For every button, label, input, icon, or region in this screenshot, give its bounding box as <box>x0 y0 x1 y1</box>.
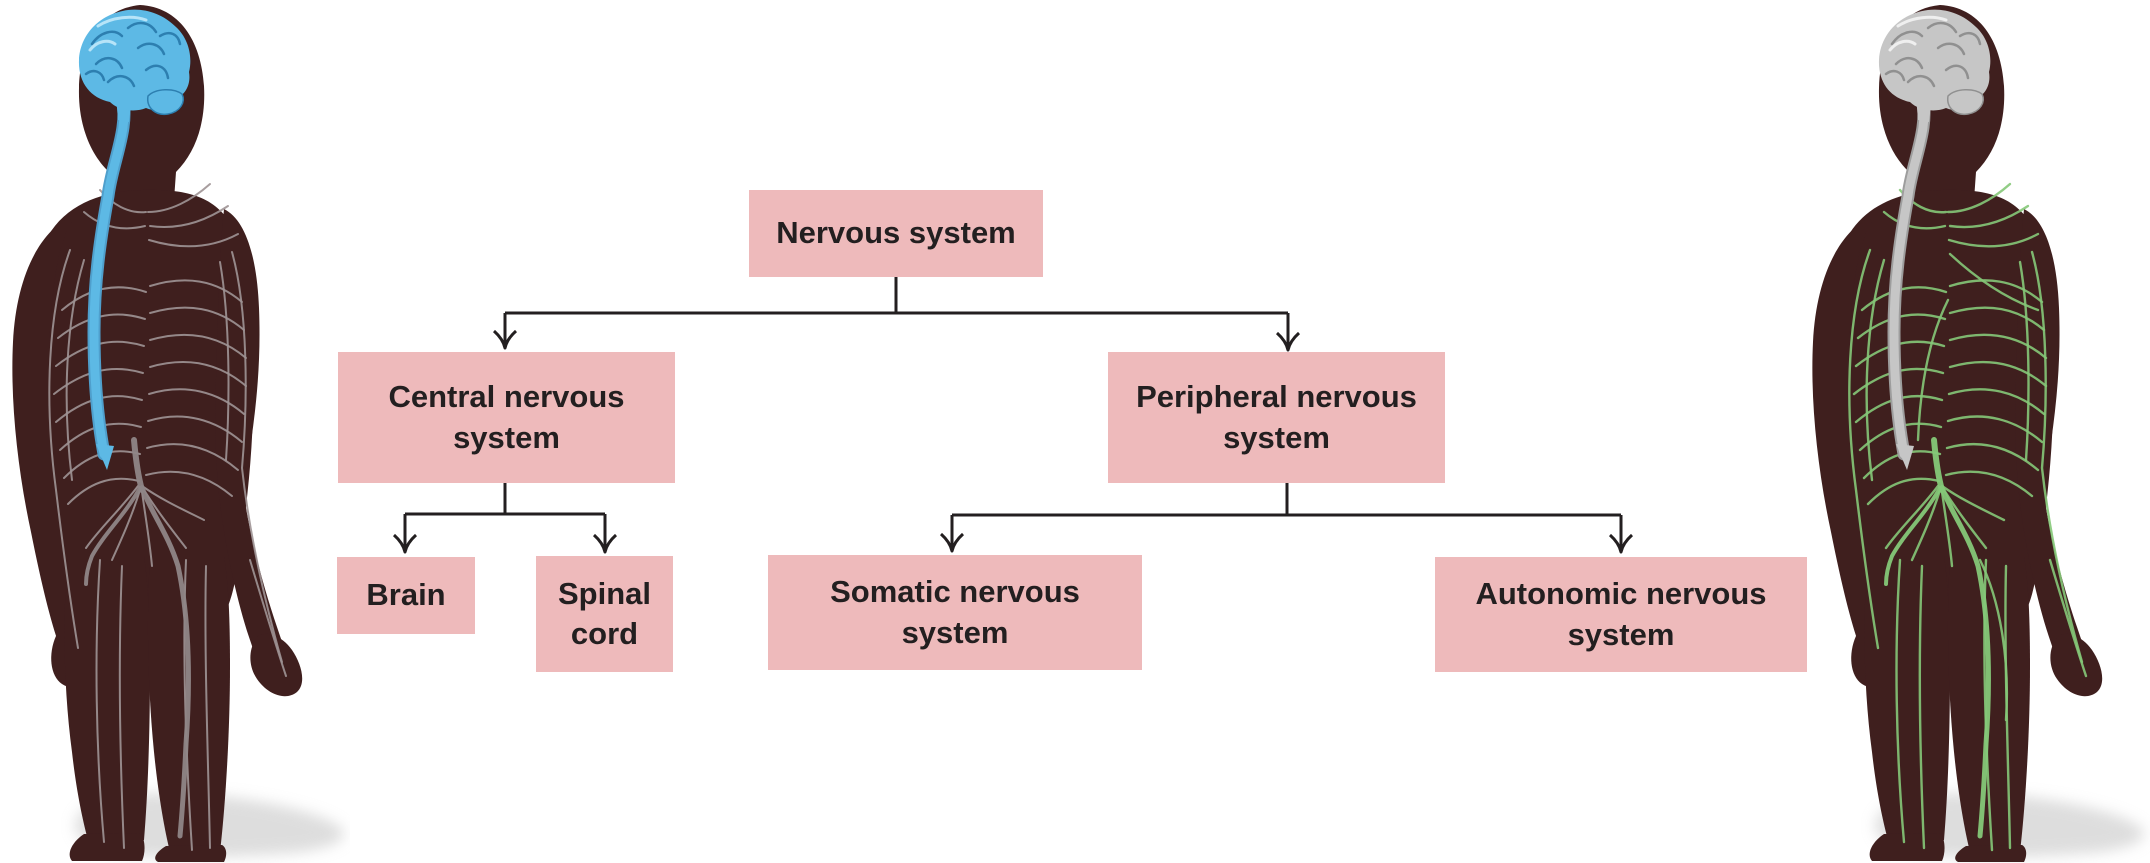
body-silhouette <box>1812 5 2103 862</box>
spinal-cord-highlight <box>87 89 131 470</box>
node-spinal-cord: Spinal cord <box>536 556 673 672</box>
brain-gray <box>1878 9 1991 122</box>
arrowhead-down-icon <box>939 532 965 553</box>
node-nervous-system: Nervous system <box>749 190 1043 277</box>
node-central-nervous-system: Central nervous system <box>338 352 675 483</box>
node-label: Peripheral nervous system <box>1136 379 1417 455</box>
node-brain: Brain <box>337 557 475 634</box>
arrowhead-down-icon <box>392 533 418 554</box>
node-label: Brain <box>366 577 446 613</box>
arrowhead-down-icon <box>492 329 518 350</box>
node-label: Somatic nervous system <box>830 574 1080 650</box>
body-silhouette <box>12 5 303 862</box>
spinal-cord-gray <box>1887 89 1931 470</box>
node-label: Central nervous system <box>388 379 625 455</box>
brain-highlight <box>78 9 191 122</box>
node-label: Spinal cord <box>557 575 651 651</box>
peripheral-nerves-green <box>1848 182 2088 852</box>
arrowhead-down-icon <box>1608 533 1634 554</box>
node-somatic-nervous-system: Somatic nervous system <box>768 555 1142 670</box>
node-peripheral-nervous-system: Peripheral nervous system <box>1108 352 1445 483</box>
node-label: Autonomic nervous system <box>1475 576 1767 652</box>
node-autonomic-nervous-system: Autonomic nervous system <box>1435 557 1807 672</box>
peripheral-nervous-system-figure <box>1812 5 2145 862</box>
arrowhead-down-icon <box>1275 331 1301 352</box>
arrowhead-down-icon <box>592 533 618 554</box>
node-label: Nervous system <box>776 215 1016 251</box>
central-nervous-system-figure <box>12 5 345 862</box>
